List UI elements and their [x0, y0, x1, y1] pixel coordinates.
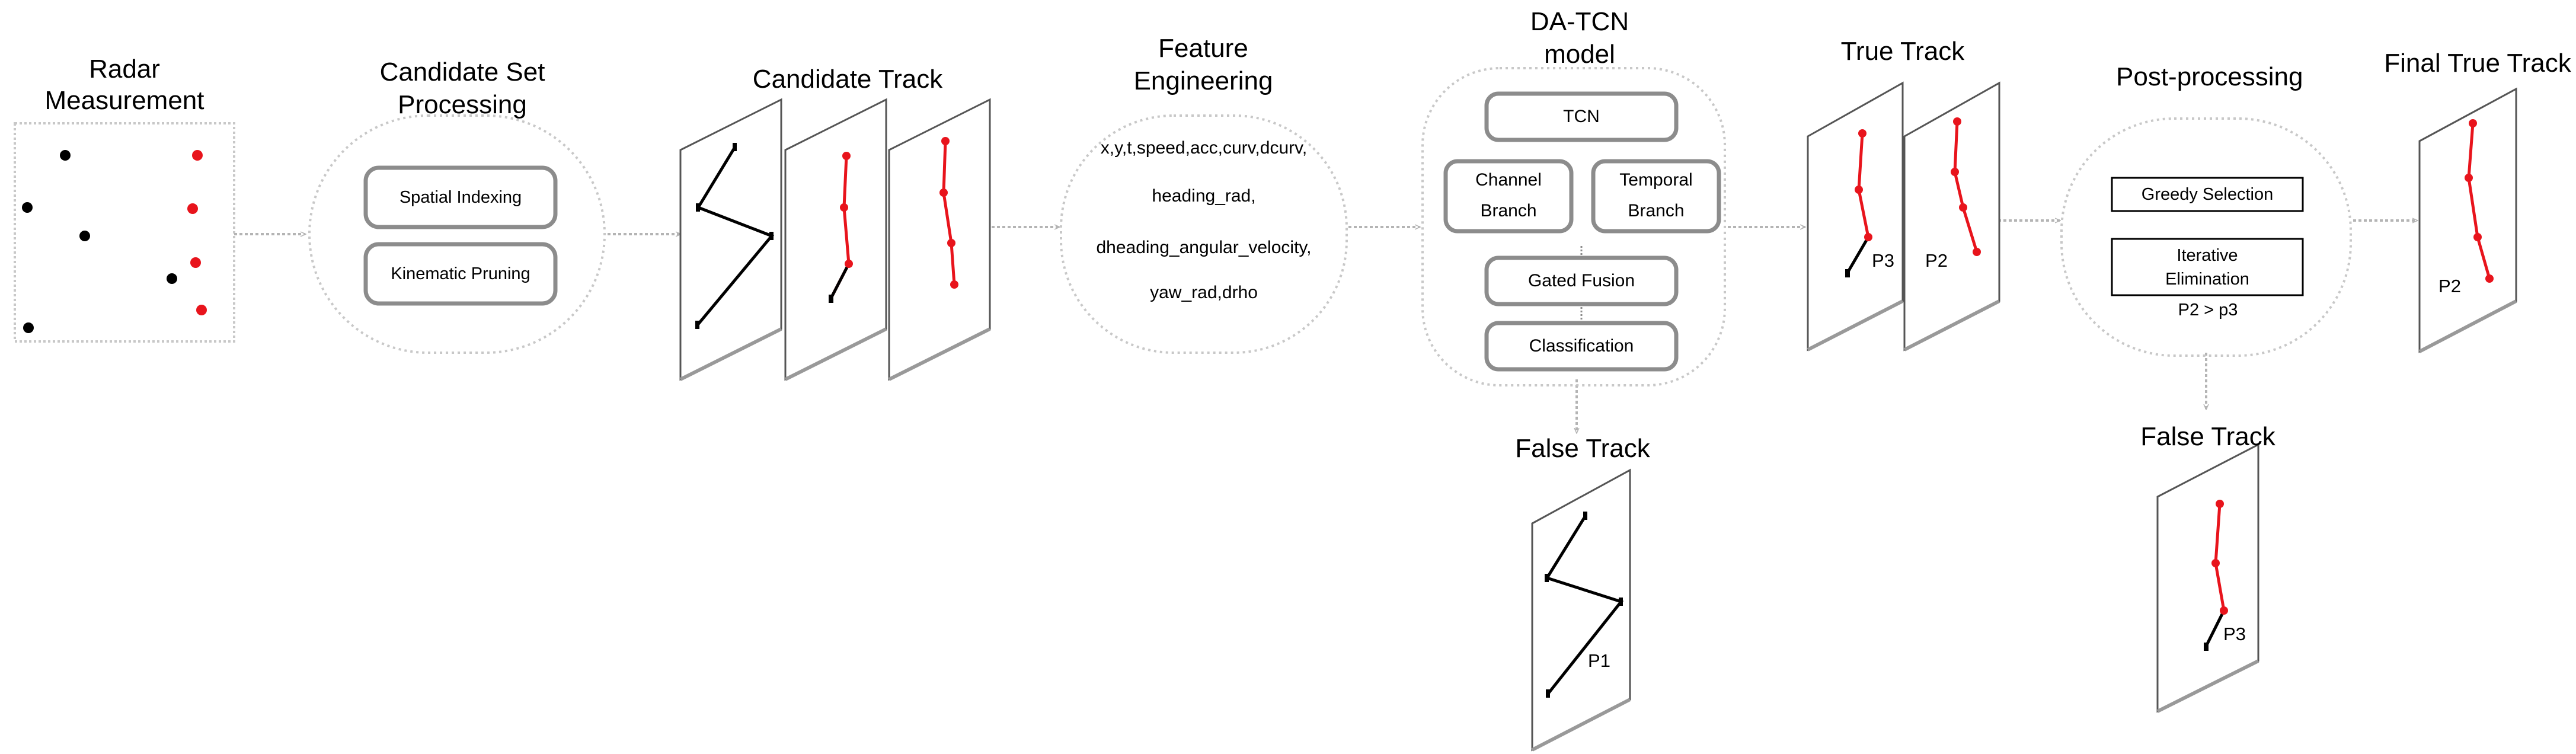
feature-engineering-outline	[1060, 114, 1348, 354]
channel-branch-label-line2: Branch	[1480, 201, 1537, 221]
candidate-set-outline	[308, 114, 606, 354]
channel-branch-box	[1443, 159, 1574, 234]
true-track-point-b-label: P2	[1925, 250, 1948, 271]
tcn-box	[1484, 91, 1679, 142]
gated-fusion-label: Gated Fusion	[1527, 271, 1635, 290]
radar-title-line1: Radar	[89, 55, 160, 84]
false-track-panel-2	[2156, 443, 2259, 713]
iterative-elimination-label-line1: Iterative	[2177, 246, 2238, 265]
feature-list-line4: yaw_rad,drho	[1150, 283, 1258, 302]
greedy-selection-label: Greedy Selection	[2141, 185, 2274, 204]
spatial-indexing-box	[363, 165, 558, 229]
candidate-track-3-path	[939, 137, 958, 289]
true-track-2-path	[1951, 117, 1981, 256]
model-title-line2: model	[1544, 40, 1615, 69]
true-track-point-a-label: P3	[1872, 250, 1894, 271]
kinematic-pruning-box	[363, 242, 558, 306]
radar-point-black	[60, 150, 71, 161]
radar-measurement-box	[14, 122, 235, 343]
radar-point-red	[190, 257, 201, 268]
candidate-track-1-path	[695, 143, 775, 329]
final-true-track-title: Final True Track	[2384, 49, 2571, 78]
radar-point-red	[192, 150, 203, 161]
final-true-track-panel	[2418, 87, 2517, 353]
spatial-indexing-label: Spatial Indexing	[399, 188, 522, 207]
false-track-model-title: False Track	[1515, 434, 1650, 463]
final-true-track-path	[2465, 119, 2494, 283]
candidate-set-title-line2: Processing	[398, 90, 527, 119]
kinematic-pruning-label: Kinematic Pruning	[391, 264, 530, 283]
feature-list-line2: heading_rad,	[1152, 186, 1256, 206]
radar-point-black	[22, 202, 33, 213]
model-outline	[1421, 67, 1726, 386]
iterative-elimination-box	[2111, 238, 2304, 296]
true-track-title: True Track	[1840, 37, 1965, 66]
true-track-1-path	[1845, 129, 1872, 277]
classification-label: Classification	[1529, 336, 1634, 356]
false-track-2-path	[2204, 500, 2228, 651]
feature-engineering-title-line2: Engineering	[1133, 66, 1273, 95]
feature-engineering-title-line1: Feature	[1158, 34, 1248, 63]
temporal-branch-label-line1: Temporal	[1619, 170, 1693, 190]
tcn-label: TCN	[1563, 107, 1600, 126]
iterative-elimination-label-line2: Elimination	[2165, 270, 2249, 289]
radar-point-red	[187, 203, 198, 214]
post-processing-outline	[2060, 117, 2352, 357]
temporal-branch-label-line2: Branch	[1628, 201, 1685, 221]
radar-point-black	[167, 273, 177, 284]
radar-point-black	[79, 231, 90, 241]
false-track-model-point-label: P1	[1588, 650, 1610, 671]
radar-point-black	[23, 322, 34, 333]
model-title-line1: DA-TCN	[1530, 7, 1629, 36]
candidate-set-title-line1: Candidate Set	[379, 57, 545, 87]
false-track-post-point-label: P3	[2223, 624, 2246, 644]
flow-arrows	[234, 221, 2417, 433]
feature-list-line1: x,y,t,speed,acc,curv,dcurv,	[1100, 138, 1308, 158]
greedy-selection-box	[2111, 177, 2304, 212]
post-processing-rule: P2 > p3	[2178, 301, 2238, 320]
radar-point-red	[196, 305, 207, 315]
post-processing-title: Post-processing	[2116, 62, 2303, 91]
candidate-track-title: Candidate Track	[752, 65, 943, 94]
false-track-1-path	[1545, 512, 1624, 698]
feature-list-line3: dheading_angular_velocity,	[1096, 238, 1312, 257]
temporal-branch-box	[1591, 159, 1721, 234]
channel-branch-label-line1: Channel	[1475, 170, 1542, 190]
classification-box	[1484, 321, 1679, 372]
candidate-track-2-path	[829, 152, 853, 303]
gated-fusion-box	[1484, 255, 1679, 306]
radar-title-line2: Measurement	[44, 86, 204, 115]
false-track-post-title: False Track	[2140, 422, 2275, 451]
final-true-track-point-label: P2	[2438, 276, 2461, 296]
